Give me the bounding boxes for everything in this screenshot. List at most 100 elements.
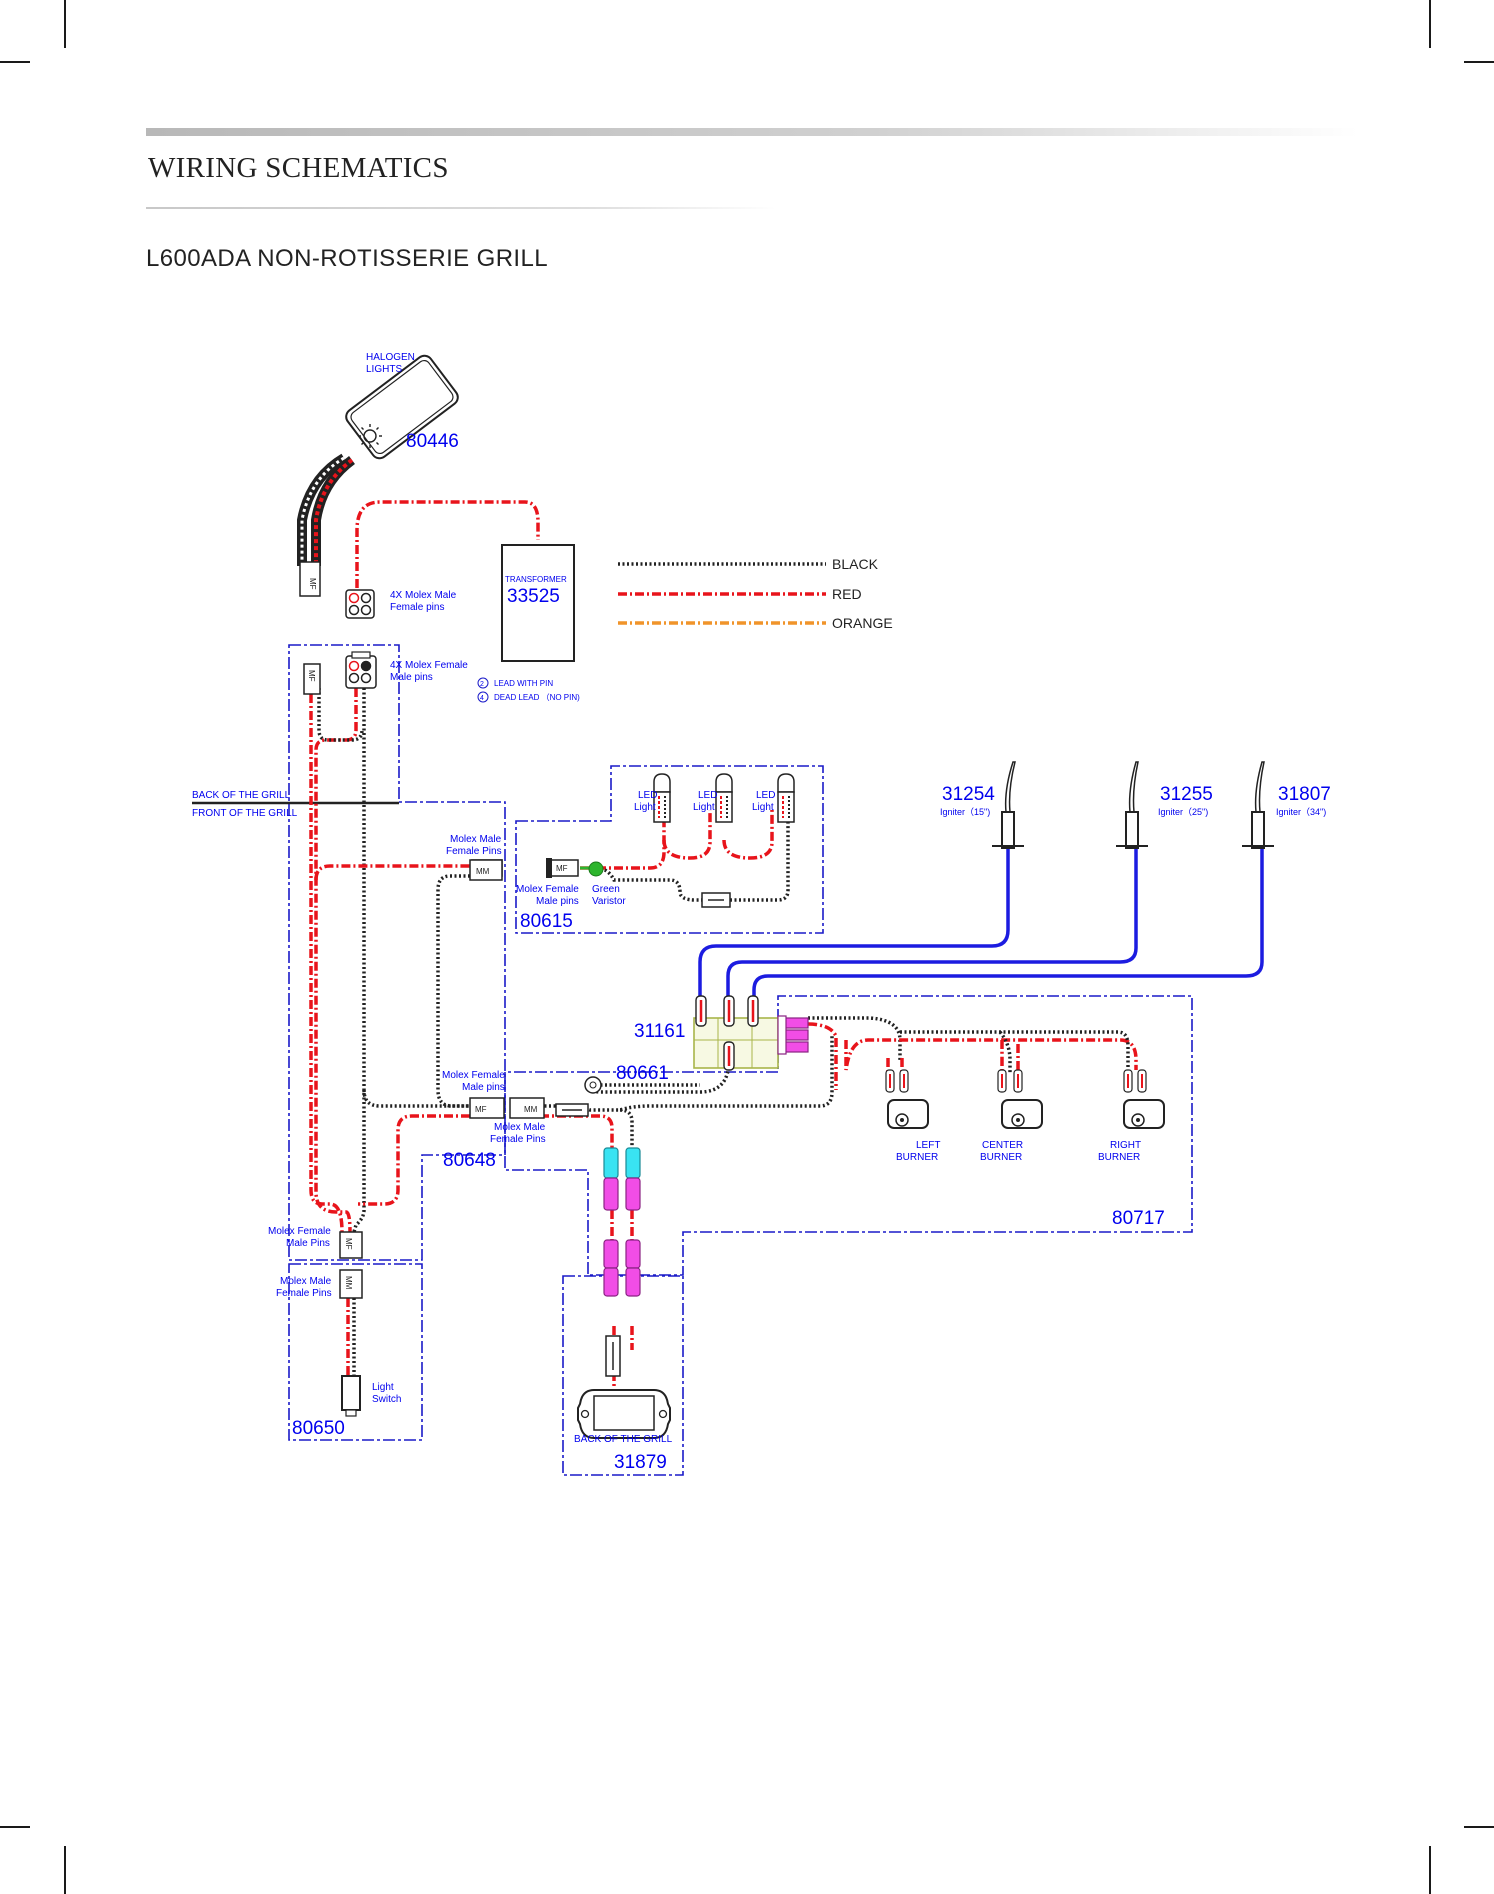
spark-module-31161 [693,995,809,1071]
lead-number-circle [477,677,489,689]
molex-connector [339,1269,363,1299]
molex-4x-male-label-line1: 4X Molex Male [390,590,457,601]
wire-black [588,1040,731,1094]
title-underline [146,207,776,209]
wire-red [314,864,470,881]
diagram-labels: HALOGEN LIGHTS 80446 TRANSFORMER 33525 4… [192,352,1331,1473]
led-light [653,773,671,823]
wire-black [362,1089,470,1108]
legend-label-black: BLACK [832,556,879,572]
wire-red [355,500,540,588]
connector-magenta [777,1015,809,1055]
connector-mm-label: MM [344,1276,353,1290]
halogen-label-line1: HALOGEN [366,352,415,363]
molex-connector [509,1097,545,1119]
led-light [715,773,733,823]
molex-connector [469,1097,505,1119]
legend-label-orange: ORANGE [832,615,893,631]
right-burner-label-line1: RIGHT [1110,1140,1141,1151]
led-label-line1: LED [638,790,657,801]
center-burner-label-line2: BURNER [980,1152,1022,1163]
part-number-80615: 80615 [520,911,573,932]
wire-red [309,694,344,1233]
molex-male-label-line1: Molex Male [450,834,502,845]
molex-male-label-line2: Female Pins [276,1288,332,1299]
crop-mark [64,1846,66,1894]
connector-mf-label: MF [344,1238,353,1250]
wire-red [314,688,358,1233]
ignition-switch-31879 [577,1335,671,1439]
header-rule [146,128,1358,136]
page-title: WIRING SCHEMATICS [148,152,449,184]
part-number-80661: 80661 [616,1063,669,1084]
wire-black [808,1016,902,1060]
molex-female-label-line2: Male pins [462,1082,505,1093]
crop-mark [0,1826,30,1828]
transformer-33525 [501,544,575,662]
wire-red [722,810,774,860]
molex-4x-male [345,589,375,619]
quick-connectors [603,1147,641,1297]
connector-mf-label: MF [308,578,317,590]
molex-male-label-line1: Molex Male [494,1122,546,1133]
boundary-80648 [288,644,506,1261]
boundary-31879 [562,1275,684,1476]
connector-mf-label: MF [475,1105,487,1114]
molex-female-label-line2: Male pins [536,896,579,907]
molex-male-label-line2: Female Pins [446,846,502,857]
wire-red [358,1114,470,1206]
connector-mf-label: MF [307,670,316,682]
igniter-25-label: Igniter（25") [1158,807,1208,817]
connector-mm-label: MM [476,867,490,876]
left-burner-label-line2: BURNER [896,1152,938,1163]
molex-4x-female-label-line1: 4X Molex Female [390,660,468,671]
wires [309,500,1264,1417]
wire-red [844,1038,1138,1071]
sun-icon [358,424,382,448]
connector-mm-label: MM [524,1105,538,1114]
igniter-31255 [1116,761,1148,849]
front-of-grill-label: FRONT OF THE GRILL [192,808,298,819]
wire-blue [752,848,1264,998]
led-label-line2: Light [693,802,715,813]
part-number-31879: 31879 [614,1452,667,1473]
left-burner-label-line1: LEFT [916,1140,940,1151]
part-number-80717: 80717 [1112,1208,1165,1229]
part-number-31255: 31255 [1160,784,1213,805]
boundary-80661 [504,995,1193,1276]
led-label-line2: Light [752,802,774,813]
part-number-31254: 31254 [942,784,995,805]
molex-male-label-line1: Molex Male [280,1276,332,1287]
molex-4x-male-label-line2: Female pins [390,602,444,613]
led-label-line2: Light [634,802,656,813]
wire-red [807,1022,838,1090]
wire-black [317,688,364,742]
dead-lead-number: 4 [480,695,484,702]
green-varistor [588,861,604,877]
wire-blue [726,848,1138,998]
halogen-label-line2: LIGHTS [366,364,402,375]
light-switch [341,1375,361,1417]
part-number-33525: 33525 [507,586,560,607]
igniter-31254 [992,761,1024,849]
molex-connector [303,663,321,695]
right-burner-label-line2: BURNER [1098,1152,1140,1163]
lead-number-circle [477,691,489,703]
connector-mf-label: MF [556,864,568,873]
wire-red [540,1114,614,1148]
igniter-15-label: Igniter（15") [940,807,990,817]
molex-female-label-line1: Molex Female [516,884,579,895]
page-subtitle: L600ADA NON-ROTISSERIE GRILL [146,245,548,272]
electrode-right [1123,1069,1165,1129]
center-burner-label-line1: CENTER [982,1140,1023,1151]
wire-red [580,810,666,870]
led-circuit: MM MF [471,773,795,908]
boundary-80650 [288,1263,423,1441]
part-number-80650: 80650 [292,1418,345,1439]
molex-4x-female [345,651,377,689]
light-switch-label-line1: Light [372,1382,394,1393]
light-switch-label-line2: Switch [372,1394,401,1405]
molex-female-label-line2: Male Pins [286,1238,330,1249]
part-number-80648: 80648 [443,1150,496,1171]
halogen-light: MF [297,354,459,597]
